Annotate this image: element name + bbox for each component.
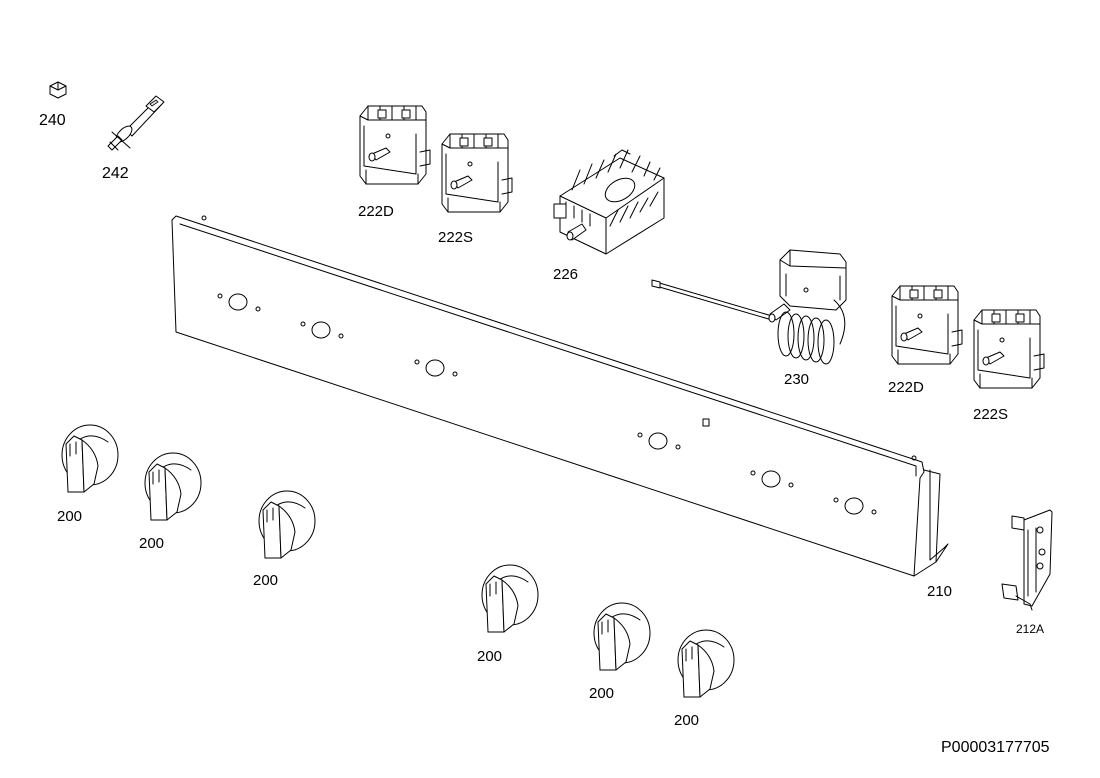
label-242: 242 <box>102 165 129 182</box>
control-knob-200-2 <box>144 452 202 521</box>
control-knob-200-4 <box>481 564 539 633</box>
energy-regulator-222D-top <box>359 105 431 185</box>
label-200-3: 200 <box>253 572 278 589</box>
label-222S-top: 222S <box>438 229 473 246</box>
control-knob-200-3 <box>258 490 316 559</box>
control-knob-200-5 <box>593 602 651 671</box>
label-200-4: 200 <box>477 648 502 665</box>
control-knob-200-6 <box>677 629 735 698</box>
thermostat-230 <box>651 249 847 365</box>
bracket-212A <box>1001 509 1053 611</box>
energy-regulator-222S-top <box>441 133 513 213</box>
ignition-switch-242 <box>107 95 165 151</box>
control-knob-200-1 <box>61 424 119 493</box>
label-222D-right: 222D <box>888 379 924 396</box>
label-222D-top: 222D <box>358 203 394 220</box>
control-panel-210 <box>171 215 949 577</box>
label-222S-right: 222S <box>973 406 1008 423</box>
label-210: 210 <box>927 583 952 600</box>
cable-clamp-240 <box>49 81 67 99</box>
label-240: 240 <box>39 112 66 129</box>
drawing-number: P00003177705 <box>941 739 1050 756</box>
label-200-6: 200 <box>674 712 699 729</box>
label-226: 226 <box>553 266 578 283</box>
label-230: 230 <box>784 371 809 388</box>
label-200-5: 200 <box>589 685 614 702</box>
energy-regulator-222S-right <box>973 309 1045 389</box>
selector-switch-226 <box>553 149 665 255</box>
label-200-2: 200 <box>139 535 164 552</box>
energy-regulator-222D-right <box>891 285 963 365</box>
label-212A: 212A <box>1016 622 1044 636</box>
label-200-1: 200 <box>57 508 82 525</box>
